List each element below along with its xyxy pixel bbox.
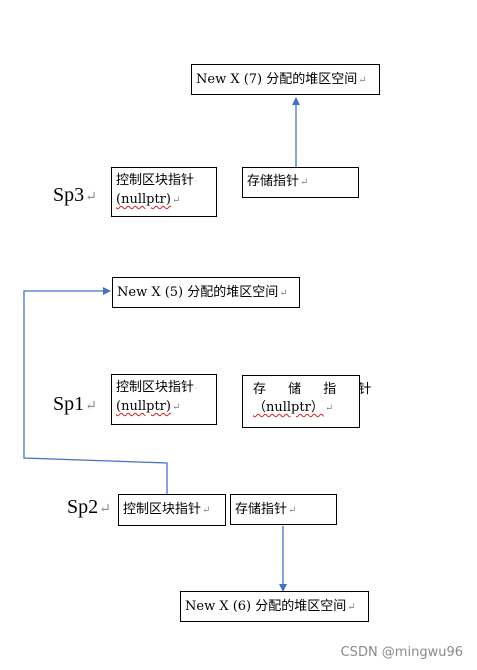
- heap-box-new-x-7: New X (7) 分配的堆区空间↵: [191, 64, 380, 95]
- sp2-control-block-box: 控制区块指针↵: [118, 494, 226, 526]
- paragraph-mark: ↵: [324, 403, 334, 414]
- sp1-control-block-box: 控制区块指针·· (nullptr)↵: [111, 374, 217, 425]
- sp1-control-block-value: (nullptr)↵: [116, 399, 181, 414]
- sp1-label: Sp1↵: [53, 393, 97, 415]
- heap-box-new-x-7-text: New X (7) 分配的堆区空间: [196, 72, 358, 87]
- paragraph-mark: ↵: [347, 602, 356, 613]
- sp2-storage-pointer-box: 存储指针↵: [230, 494, 337, 525]
- heap-box-new-x-5-text: New X (5) 分配的堆区空间: [117, 285, 279, 300]
- heap-box-new-x-5: New X (5) 分配的堆区空间↵: [112, 277, 300, 308]
- paragraph-mark: ↵: [288, 505, 297, 516]
- arrow-sp2-control-to-heap-5: [23, 287, 168, 494]
- sp3-label: Sp3↵: [53, 184, 97, 206]
- sp1-control-block-title: 控制区块指针··: [116, 380, 198, 395]
- paragraph-mark: ↵: [171, 402, 181, 413]
- paragraph-mark: ↵: [85, 190, 97, 205]
- paragraph-mark: ↵: [171, 195, 181, 206]
- heap-box-new-x-6-text: New X (6) 分配的堆区空间: [185, 599, 347, 614]
- sp3-control-block-title: 控制区块指针··: [116, 173, 198, 188]
- sp1-storage-pointer-value: （nullptr）↵: [253, 400, 334, 415]
- watermark: CSDN @mingwu96: [340, 645, 463, 660]
- sp3-control-block-value: (nullptr)↵: [116, 192, 181, 207]
- heap-box-new-x-6: New X (6) 分配的堆区空间↵: [180, 591, 369, 622]
- sp1-storage-pointer-title: 存 储 指 针: [253, 382, 381, 397]
- sp1-storage-pointer-box: 存 储 指 针 （nullptr）↵: [242, 375, 381, 428]
- paragraph-mark: ↵: [99, 502, 111, 517]
- sp3-control-block-box: 控制区块指针·· (nullptr)↵: [111, 167, 217, 217]
- sp3-storage-pointer-box: 存储指针↵: [242, 167, 359, 198]
- paragraph-mark: ↵: [279, 288, 288, 299]
- paragraph-mark: ↵: [202, 505, 211, 516]
- paragraph-mark: ↵: [358, 75, 367, 86]
- sp2-label: Sp2↵: [67, 496, 111, 518]
- paragraph-mark: ↵: [85, 399, 97, 414]
- paragraph-mark: ↵: [300, 177, 309, 188]
